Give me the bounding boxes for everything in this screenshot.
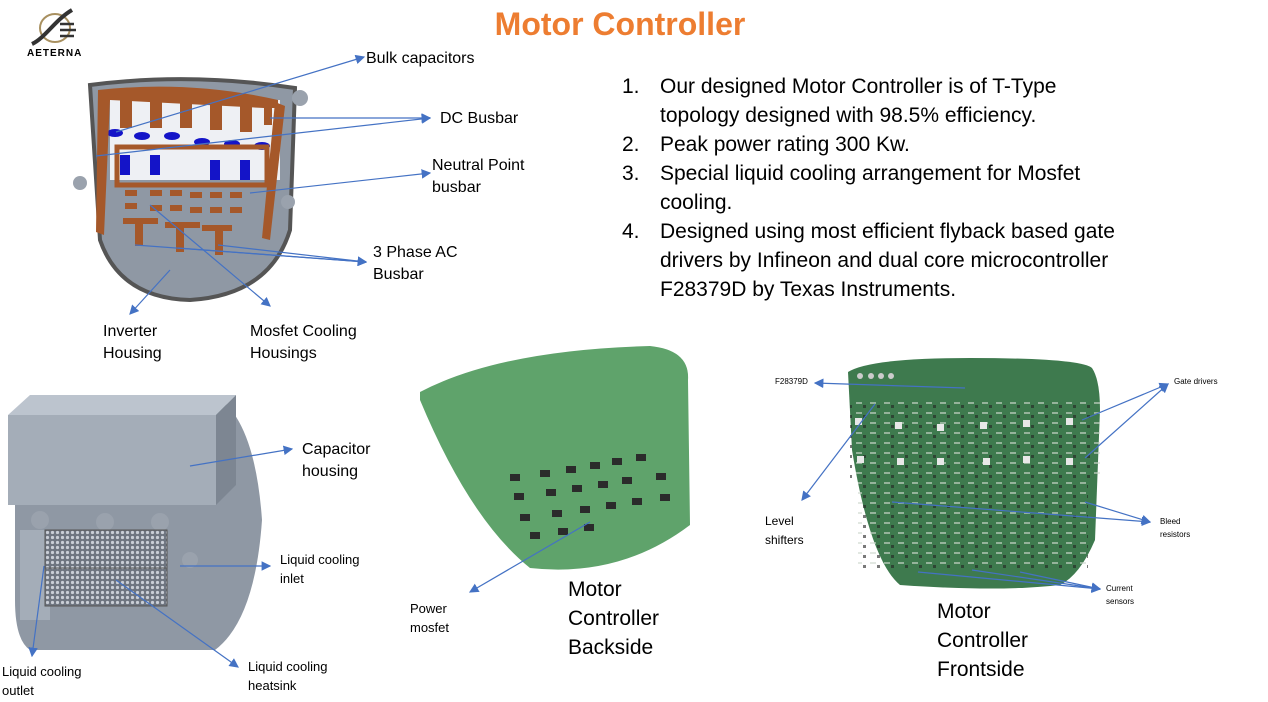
label-cooling-heatsink: Liquid cooling heatsink [248,659,328,693]
label-inverter-housing: Inverter Housing [103,323,162,362]
label-f28379d: F28379D [775,377,808,386]
label-bulk-capacitors: Bulk capacitors [366,50,475,67]
frontside-pcb-image [848,358,1100,589]
feature-list: 1.Our designed Motor Controller is of T-… [622,72,1132,304]
feature-item: 3.Special liquid cooling arrangement for… [622,162,1081,214]
label-level-shifters: Level shifters [765,514,804,547]
label-cooling-outlet: Liquid cooling outlet [2,664,82,698]
feature-item: 2.Peak power rating 300 Kw. [622,133,910,156]
label-dc-busbar: DC Busbar [440,110,519,127]
label-mosfet-cooling: Mosfet Cooling Housings [250,323,357,362]
capacitor-housing-image [8,395,262,650]
label-power-mosfet: Power mosfet [410,601,450,635]
logo-text: AETERNA [27,48,83,59]
mosfet-grid [510,454,670,539]
aeterna-logo [31,8,76,46]
label-ac-busbar: 3 Phase AC Busbar [373,244,458,283]
annotation-arrows [28,54,1170,668]
inverter-image [73,77,308,303]
caption-backside: Motor Controller Backside [568,578,660,659]
feature-item: 1.Our designed Motor Controller is of T-… [622,75,1057,127]
feature-item: 4.Designed using most efficient flyback … [622,220,1115,301]
label-capacitor-housing: Capacitor housing [302,441,371,480]
slide-title: Motor Controller [494,6,746,42]
label-gate-drivers: Gate drivers [1174,377,1218,386]
label-neutral-point-busbar: Neutral Point busbar [432,157,525,196]
label-cooling-inlet: Liquid cooling inlet [280,552,360,586]
backside-pcb-image [420,346,690,570]
label-bleed-resistors: Bleed resistors [1160,517,1191,539]
label-current-sensors: Current sensors [1106,584,1135,606]
caption-frontside: Motor Controller Frontside [937,600,1029,681]
